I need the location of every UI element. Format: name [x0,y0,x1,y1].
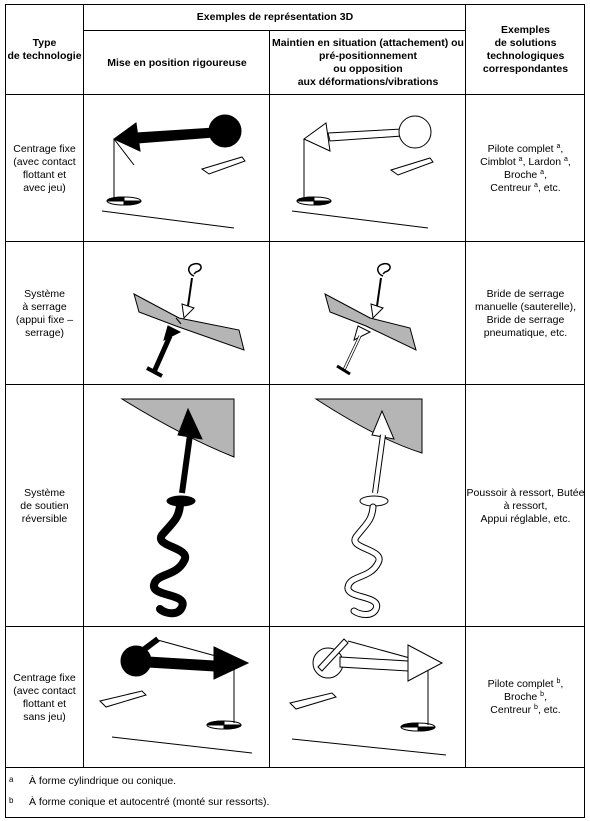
clamped-part [133,293,245,351]
header-group: Exemples de représentation 3D [84,4,466,31]
row1-type: Centrage fixe (avec contact flottant et … [5,95,84,242]
row4-type-line: sans jeu) [23,710,66,723]
row4-type-line: (avec contact [13,684,76,697]
header-type: Type de technologie [5,4,84,95]
header-solutions-line3: technologiques [486,49,565,62]
row1-solutions: Pilote complet a, Cimblot a, Lardon a, B… [466,95,585,242]
technology-table: Type de technologie Exemples de représen… [5,4,585,818]
row4-rigorous-figure [84,627,270,768]
row1-solution-line: Pilote complet a, [487,142,564,155]
header-type-line2: de technologie [7,49,82,62]
row1-type-line: Centrage fixe [13,142,76,155]
row2-rigorous-figure [84,242,270,385]
header-solutions-line1: Exemples [500,23,551,36]
row2-solution-line: Bride de serrage [486,287,565,300]
header-maintien-line4: aux déformations/vibrations [297,76,439,88]
row3-maintien-figure [270,385,466,627]
header-type-line1: Type [32,36,57,49]
footnote-mark: a [9,775,14,784]
footnote-mark: b [9,796,14,805]
row4-type-line: flottant et [22,697,67,710]
row4-solutions: Pilote complet b, Broche b, Centreur b, … [466,627,585,768]
row1-type-line: flottant et [22,168,67,181]
row2-type-line: Système [24,287,65,300]
row4-maintien-figure [270,627,466,768]
header-solutions-line2: de solutions [494,36,557,49]
header-maintien: Maintien en situation (attachement) ou p… [270,31,466,95]
row3-solution-line: à ressort, [503,499,548,512]
row2-maintien-figure [270,242,466,385]
row2-type-line: (appui fixe – [15,313,74,326]
header-solutions: Exemples de solutions technologiques cor… [466,4,585,95]
cone-arrow-icon [113,122,141,152]
row3-solutions: Poussoir à ressort, Butée à ressort, App… [466,385,585,627]
row4-type: Centrage fixe (avec contact flottant et … [5,627,84,768]
row3-type-line: de soutien [20,499,69,512]
row1-rigorous-figure [84,95,270,242]
row2-type: Système à serrage (appui fixe – serrage) [5,242,84,385]
ball-end-icon [208,114,242,148]
row4-solution-line: Broche b, [503,691,547,703]
header-maintien-line1: Maintien en situation (attachement) ou [272,37,464,49]
row1-solution-line: Broche a, [503,168,547,181]
row4-type-line: Centrage fixe [13,671,76,684]
cone-arrow-icon [213,646,250,680]
cone-arrow-outline-icon [303,122,331,152]
row2-solution-line: pneumatique, etc. [483,326,568,339]
row2-solutions: Bride de serrage manuelle (sauterelle), … [466,242,585,385]
row3-solution-line: Appui réglable, etc. [480,512,571,525]
row3-rigorous-figure [84,385,270,627]
header-solutions-line4: correspondantes [482,62,569,75]
row3-type-line: réversible [21,512,68,525]
row3-solution-line: Poussoir à ressort, Butée [466,486,585,499]
row2-type-line: à serrage [22,300,67,313]
header-maintien-line2: pré-positionnement [318,50,417,62]
row2-type-line: serrage) [24,326,65,339]
row2-solution-line: Bride de serrage [486,313,565,326]
header-maintien-line3: ou opposition [333,63,403,75]
row1-maintien-figure [270,95,466,242]
row1-solution-line: Centreur a, etc. [490,181,561,194]
row2-solution-line: manuelle (sauterelle), [475,300,576,313]
row3-type-line: Système [24,486,65,499]
footnote-text: À forme conique et autocentré (monté sur… [29,796,270,808]
cone-arrow-outline-icon [407,644,444,682]
footnote-a: a À forme cylindrique ou conique. [5,775,176,788]
row1-type-line: avec jeu) [23,181,66,194]
row1-type-line: (avec contact [13,155,76,168]
header-rigorous: Mise en position rigoureuse [84,31,270,95]
row1-solution-line: Cimblot a, Lardon a, [480,155,571,168]
table-grid [5,4,585,818]
header-group-label: Exemples de représentation 3D [196,11,354,23]
row4-solution-line: Centreur b, etc. [490,704,561,716]
footnote-text: À forme cylindrique ou conique. [29,775,177,787]
header-rigorous-label: Mise en position rigoureuse [107,56,247,69]
row3-type: Système de soutien réversible [5,385,84,627]
footnote-b: b À forme conique et autocentré (monté s… [5,796,269,809]
row4-solution-line: Pilote complet b, [487,678,564,690]
